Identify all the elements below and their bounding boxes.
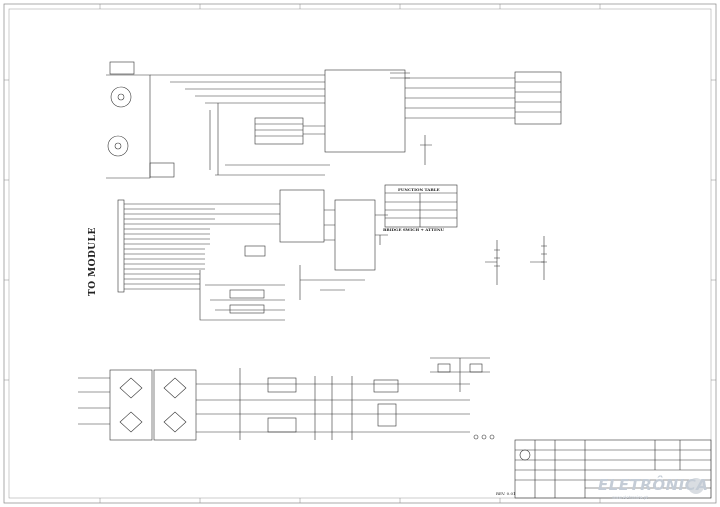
watermark-site: www.eletronica.pt <box>612 495 648 500</box>
watermark-text: ELETRÔNICA <box>598 476 709 494</box>
function-table-title: FUNCTION TABLE <box>398 187 440 192</box>
function-table-caption: BRIDGE SWICH + ATTENU <box>383 227 445 232</box>
to-module-label: TO MODULE <box>88 227 98 296</box>
watermark-logo-icon <box>688 478 704 494</box>
schematic-wiring <box>3 3 717 504</box>
frame-ticks <box>4 4 716 503</box>
document-number: REV. 0.01 <box>496 491 516 496</box>
